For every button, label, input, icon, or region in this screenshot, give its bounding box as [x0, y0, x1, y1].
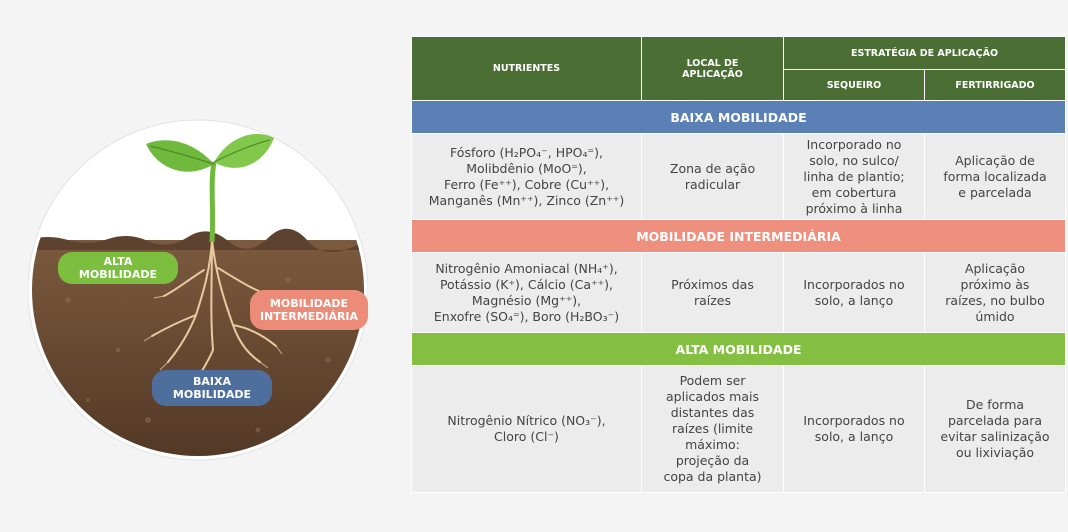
cell-nutrientes: Nitrogênio Amoniacal (NH₄⁺),Potássio (K⁺…	[411, 252, 642, 333]
leaf-left	[146, 140, 214, 172]
header-sequeiro: SEQUEIRO	[783, 69, 925, 101]
header-estrategia: ESTRATÉGIA DE APLICAÇÃO	[782, 36, 1067, 70]
header-fertirrigado: FERTIRRIGADO	[923, 69, 1067, 101]
table-row: Nitrogênio Nítrico (NO₃⁻),Cloro (Cl⁻) Po…	[411, 365, 1067, 493]
band-mobilidade-intermediaria: MOBILIDADE INTERMEDIÁRIA	[410, 219, 1067, 253]
table-row: Fósforo (H₂PO₄⁻, HPO₄⁼),Molibdênio (MoO⁼…	[411, 133, 1067, 220]
band-alta-mobilidade: ALTA MOBILIDADE	[410, 332, 1067, 366]
band-baixa-mobilidade: BAIXA MOBILIDADE	[410, 100, 1067, 134]
cell-nutrientes: Fósforo (H₂PO₄⁻, HPO₄⁼),Molibdênio (MoO⁼…	[411, 133, 642, 220]
plant-roots	[151, 239, 277, 379]
table-row: Nitrogênio Amoniacal (NH₄⁺),Potássio (K⁺…	[411, 252, 1067, 333]
cell-nutrientes: Nitrogênio Nítrico (NO₃⁻),Cloro (Cl⁻)	[411, 365, 642, 493]
leaf-right	[214, 133, 274, 168]
soil-mobility-illustration	[28, 119, 368, 461]
plant-stem	[209, 161, 217, 243]
header-nutrientes: NUTRIENTES	[411, 36, 642, 101]
